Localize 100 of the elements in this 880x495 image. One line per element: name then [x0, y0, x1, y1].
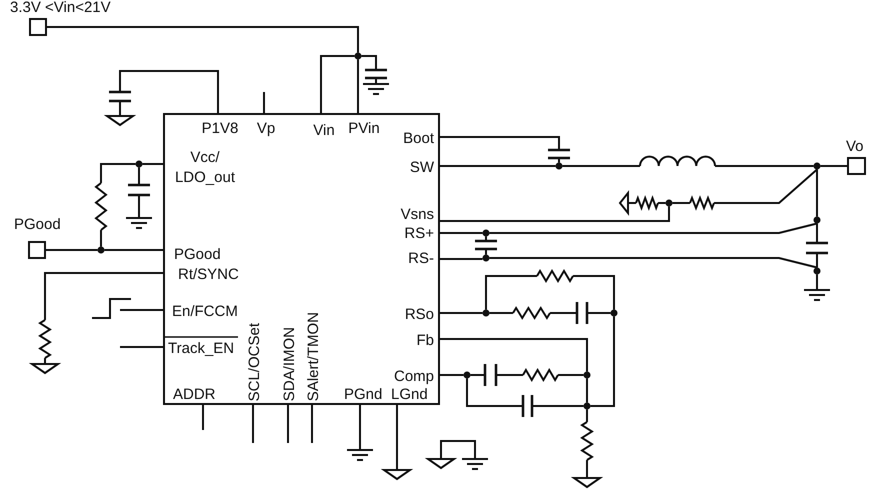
junction-dot: [136, 160, 142, 168]
wire: [586, 460, 588, 478]
pin-label: En/FCCM: [172, 304, 238, 320]
wire: [138, 195, 140, 218]
wire: [120, 309, 163, 311]
terminal-pad: [28, 241, 46, 259]
pin-label: P1V8: [202, 121, 238, 137]
wire: [466, 378, 523, 407]
wire: [440, 232, 482, 234]
pin-label: Comp: [394, 369, 434, 385]
ground-symbol: [461, 458, 489, 470]
ground-symbol: [570, 477, 604, 488]
pin-label: RS-: [408, 251, 434, 267]
pin-label: Boot: [403, 131, 434, 147]
wire: [440, 440, 476, 459]
resistor-symbol: [94, 182, 108, 231]
wire: [120, 346, 163, 348]
ground-symbol: [125, 217, 153, 229]
junction-dot: [482, 230, 490, 236]
resistor-symbol: [536, 269, 574, 283]
wire: [490, 222, 818, 234]
pin-label: ADDR: [173, 387, 216, 403]
wire: [202, 405, 204, 430]
ground-symbol: [346, 449, 374, 461]
wire: [440, 136, 560, 150]
pin-label: Fb: [416, 333, 434, 349]
junction-dot: [814, 162, 820, 170]
junction-dot: [666, 200, 672, 206]
pin-label: SW: [410, 160, 434, 176]
capacitor-symbol: [364, 68, 388, 80]
pin-label: Vsns: [400, 207, 434, 223]
pin-label: RS+: [404, 226, 434, 242]
wire: [715, 165, 814, 167]
junction-dot: [464, 372, 470, 378]
wire: [440, 374, 464, 376]
wire: [485, 275, 537, 310]
wire: [496, 374, 523, 376]
wire: [46, 249, 98, 251]
wire: [311, 405, 313, 443]
resistor-symbol: [38, 319, 52, 359]
junction-dot: [584, 372, 590, 378]
wire: [816, 274, 818, 290]
junction-dot: [584, 402, 590, 410]
junction-dot: [354, 52, 362, 60]
pin-label: Vcc/ LDO_out: [174, 148, 236, 188]
wire: [396, 405, 398, 470]
pin-label: PVin: [348, 121, 380, 137]
resistor-symbol: [689, 195, 715, 211]
wire: [820, 165, 847, 167]
capacitor-symbol: [804, 242, 830, 254]
pin-label: PGood: [174, 247, 221, 263]
junction-dot: [556, 162, 562, 170]
ground-symbol: [424, 458, 458, 470]
ic-box: [163, 113, 440, 405]
wire: [672, 202, 690, 204]
ground-symbol: [362, 83, 390, 95]
wire: [440, 258, 482, 260]
terminal-pad: [29, 18, 47, 36]
resistor-symbol: [512, 306, 551, 320]
wire: [263, 92, 265, 113]
ground-symbol: [104, 115, 136, 126]
wire: [100, 230, 102, 246]
wire: [587, 312, 610, 314]
wire: [320, 55, 354, 113]
wire: [142, 163, 163, 165]
capacitor-symbol: [522, 394, 534, 418]
wire: [490, 312, 513, 314]
pin-label: Rt/SYNC: [178, 267, 239, 283]
pin-label: Vin: [313, 123, 335, 139]
wire: [562, 165, 640, 167]
wire: [816, 224, 818, 243]
wire: [714, 168, 818, 204]
ground-symbol: [803, 289, 831, 301]
ground-symbol: [618, 190, 629, 216]
terminal-label: Vo: [846, 139, 864, 155]
inductor-symbol: [639, 156, 716, 167]
wire: [375, 78, 377, 84]
wire: [658, 202, 666, 204]
capacitor-symbol: [474, 240, 498, 250]
capacitor-symbol: [546, 148, 572, 160]
wire: [550, 312, 577, 314]
pin-label: SCL/OCSet: [247, 322, 263, 401]
pin-label: Track_EN: [168, 341, 234, 357]
wire: [440, 312, 482, 314]
ground-symbol: [28, 363, 62, 374]
wire: [44, 272, 163, 320]
terminal-label: 3.3V <Vin<21V: [10, 0, 111, 16]
wire: [573, 275, 615, 310]
capacitor-symbol: [484, 362, 498, 388]
wire: [357, 60, 359, 113]
resistor-symbol: [580, 421, 594, 461]
wire: [558, 374, 584, 376]
junction-dot: [814, 268, 820, 274]
wire: [362, 55, 377, 70]
wire: [104, 249, 163, 251]
wire: [490, 257, 818, 268]
wire: [287, 405, 289, 443]
junction-dot: [98, 246, 104, 254]
pin-label: SAlert/TMON: [306, 312, 322, 401]
wire: [100, 163, 136, 183]
